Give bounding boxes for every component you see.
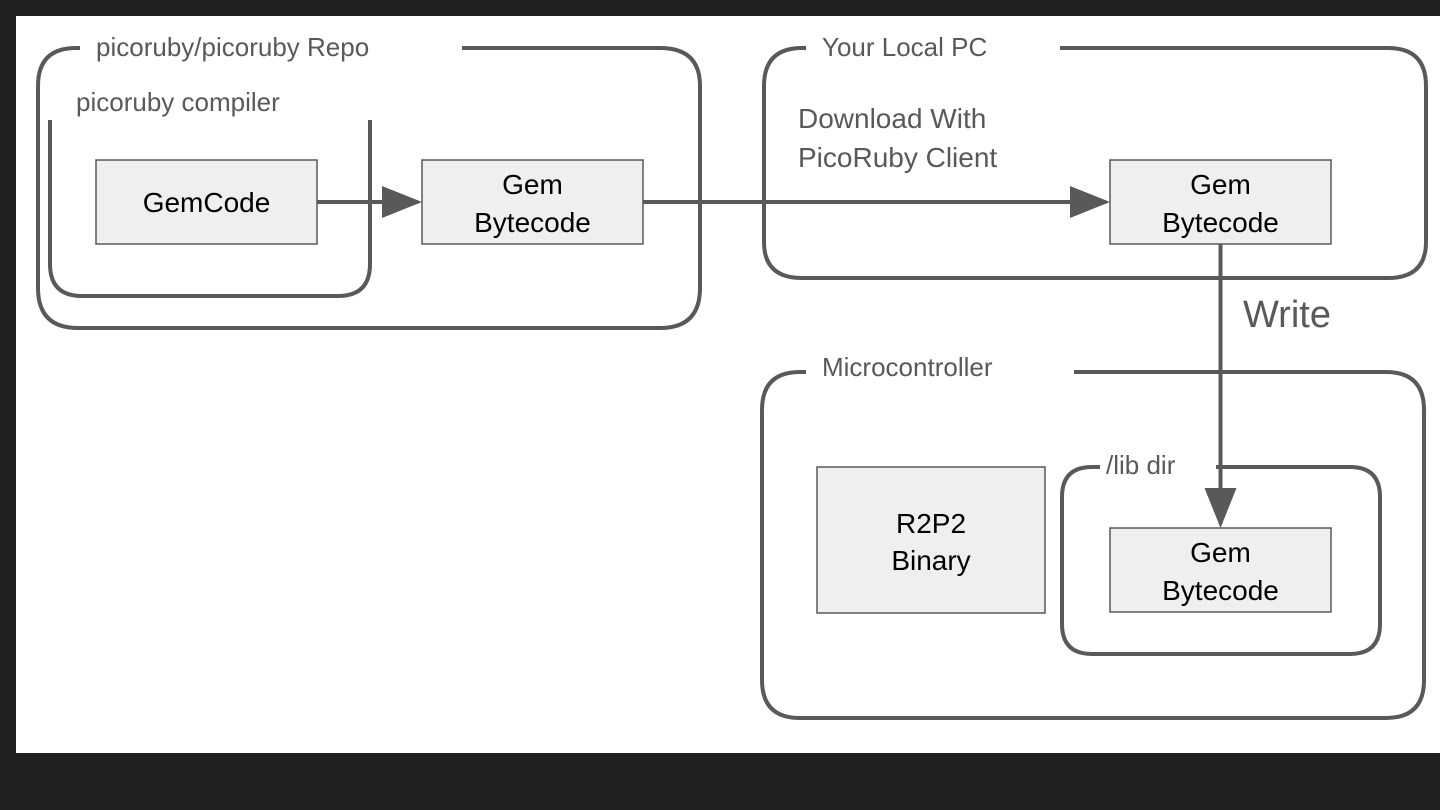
gemcode-box-label: GemCode: [143, 187, 271, 218]
repo-bytecode-box: [421, 159, 644, 245]
repo-bytecode-line-1: Gem: [502, 169, 563, 200]
lib-dir-group-label: /lib dir: [1106, 450, 1176, 480]
gemcode-box: [95, 159, 318, 245]
lib-bytecode-line-1: Gem: [1190, 537, 1251, 568]
repo-bytecode-line-2: Bytecode: [474, 207, 591, 238]
r2p2-binary-line-1: R2P2: [896, 508, 966, 539]
gem-flow-diagram: picoruby/picoruby Repo picoruby compiler…: [36, 32, 1428, 720]
diagram-canvas: picoruby/picoruby Repo picoruby compiler…: [16, 16, 1440, 753]
lib-bytecode-box: [1109, 527, 1332, 613]
local-pc-group-label: Your Local PC: [822, 32, 987, 62]
compiler-group-frame: [48, 120, 372, 298]
write-label: Write: [1243, 294, 1331, 336]
r2p2-binary-line-2: Binary: [891, 545, 970, 576]
microcontroller-group-label: Microcontroller: [822, 352, 993, 382]
pc-bytecode-line-1: Gem: [1190, 169, 1251, 200]
microcontroller-group-frame: [760, 370, 1426, 720]
lib-dir-group-frame: [1060, 465, 1382, 656]
repo-group-frame: [36, 46, 702, 330]
download-label-line-2: PicoRuby Client: [798, 142, 997, 173]
r2p2-binary-box: [816, 466, 1046, 614]
pc-bytecode-box: [1109, 159, 1332, 245]
pc-bytecode-line-2: Bytecode: [1162, 207, 1279, 238]
lib-bytecode-line-2: Bytecode: [1162, 575, 1279, 606]
repo-group-label: picoruby/picoruby Repo: [96, 32, 369, 62]
compiler-group-label: picoruby compiler: [76, 87, 280, 117]
download-label-line-1: Download With: [798, 103, 986, 134]
local-pc-group-frame: [762, 46, 1428, 280]
